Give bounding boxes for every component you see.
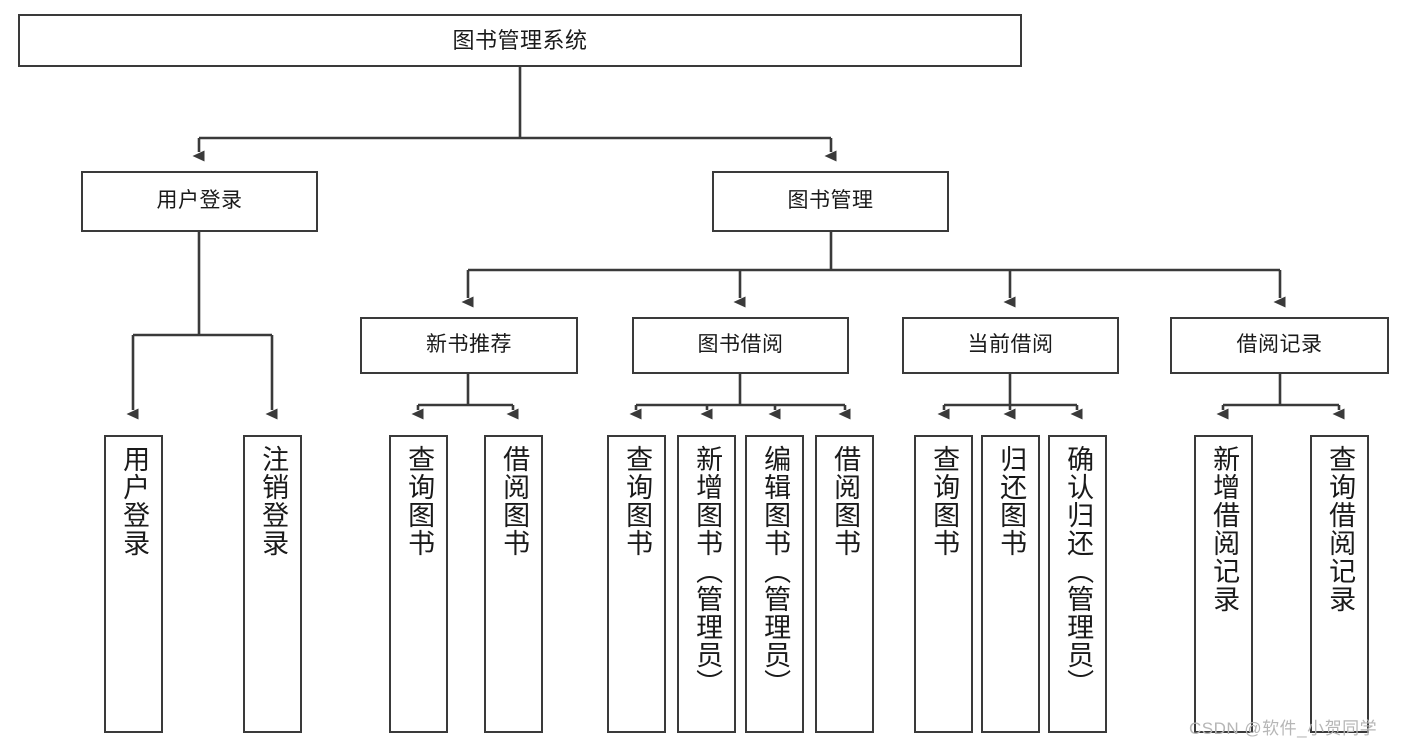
node-book-borrow[interactable]: 图书借阅 — [632, 317, 849, 374]
node-label: 注销登录 — [258, 445, 289, 557]
leaf-query-book-recommend[interactable]: 查询图书 — [389, 435, 448, 733]
leaf-borrow-book[interactable]: 借阅图书 — [815, 435, 874, 733]
node-label: 当前借阅 — [967, 333, 1054, 357]
node-label: 用户登录 — [156, 189, 243, 213]
node-current-borrow[interactable]: 当前借阅 — [902, 317, 1119, 374]
leaf-add-book-admin[interactable]: 新增图书（管理员） — [677, 435, 736, 733]
leaf-user-login[interactable]: 用户登录 — [104, 435, 163, 733]
node-label: 图书管理系统 — [452, 27, 588, 53]
node-label: 查询借阅记录 — [1325, 445, 1356, 613]
leaf-query-book-borrow[interactable]: 查询图书 — [607, 435, 666, 733]
node-book-management[interactable]: 图书管理 — [712, 171, 949, 232]
watermark: CSDN @软件_小贺同学 — [1189, 719, 1378, 738]
node-label: 图书管理 — [787, 189, 874, 213]
node-label: 用户登录 — [119, 445, 150, 557]
node-label: 借阅记录 — [1236, 333, 1323, 357]
leaf-borrow-book-recommend[interactable]: 借阅图书 — [484, 435, 543, 733]
node-label: 新增图书（管理员） — [692, 445, 723, 697]
leaf-edit-book-admin[interactable]: 编辑图书（管理员） — [745, 435, 804, 733]
leaf-confirm-return-admin[interactable]: 确认归还（管理员） — [1048, 435, 1107, 733]
node-label: 确认归还（管理员） — [1063, 445, 1094, 697]
leaf-logout[interactable]: 注销登录 — [243, 435, 302, 733]
leaf-query-borrow-record[interactable]: 查询借阅记录 — [1310, 435, 1369, 733]
node-new-book-recommend[interactable]: 新书推荐 — [360, 317, 578, 374]
node-root[interactable]: 图书管理系统 — [18, 14, 1022, 67]
node-label: 新增借阅记录 — [1209, 445, 1240, 613]
node-label: 图书借阅 — [697, 333, 784, 357]
node-user-login[interactable]: 用户登录 — [81, 171, 318, 232]
leaf-add-borrow-record[interactable]: 新增借阅记录 — [1194, 435, 1253, 733]
node-label: 新书推荐 — [426, 333, 512, 357]
node-label: 归还图书 — [996, 445, 1027, 557]
node-label: 借阅图书 — [499, 445, 530, 557]
node-label: 查询图书 — [404, 445, 435, 557]
node-label: 借阅图书 — [830, 445, 861, 557]
node-label: 编辑图书（管理员） — [760, 445, 791, 697]
node-label: 查询图书 — [622, 445, 653, 557]
leaf-query-book-current[interactable]: 查询图书 — [914, 435, 973, 733]
node-label: 查询图书 — [929, 445, 960, 557]
leaf-return-book[interactable]: 归还图书 — [981, 435, 1040, 733]
node-borrow-record[interactable]: 借阅记录 — [1170, 317, 1389, 374]
